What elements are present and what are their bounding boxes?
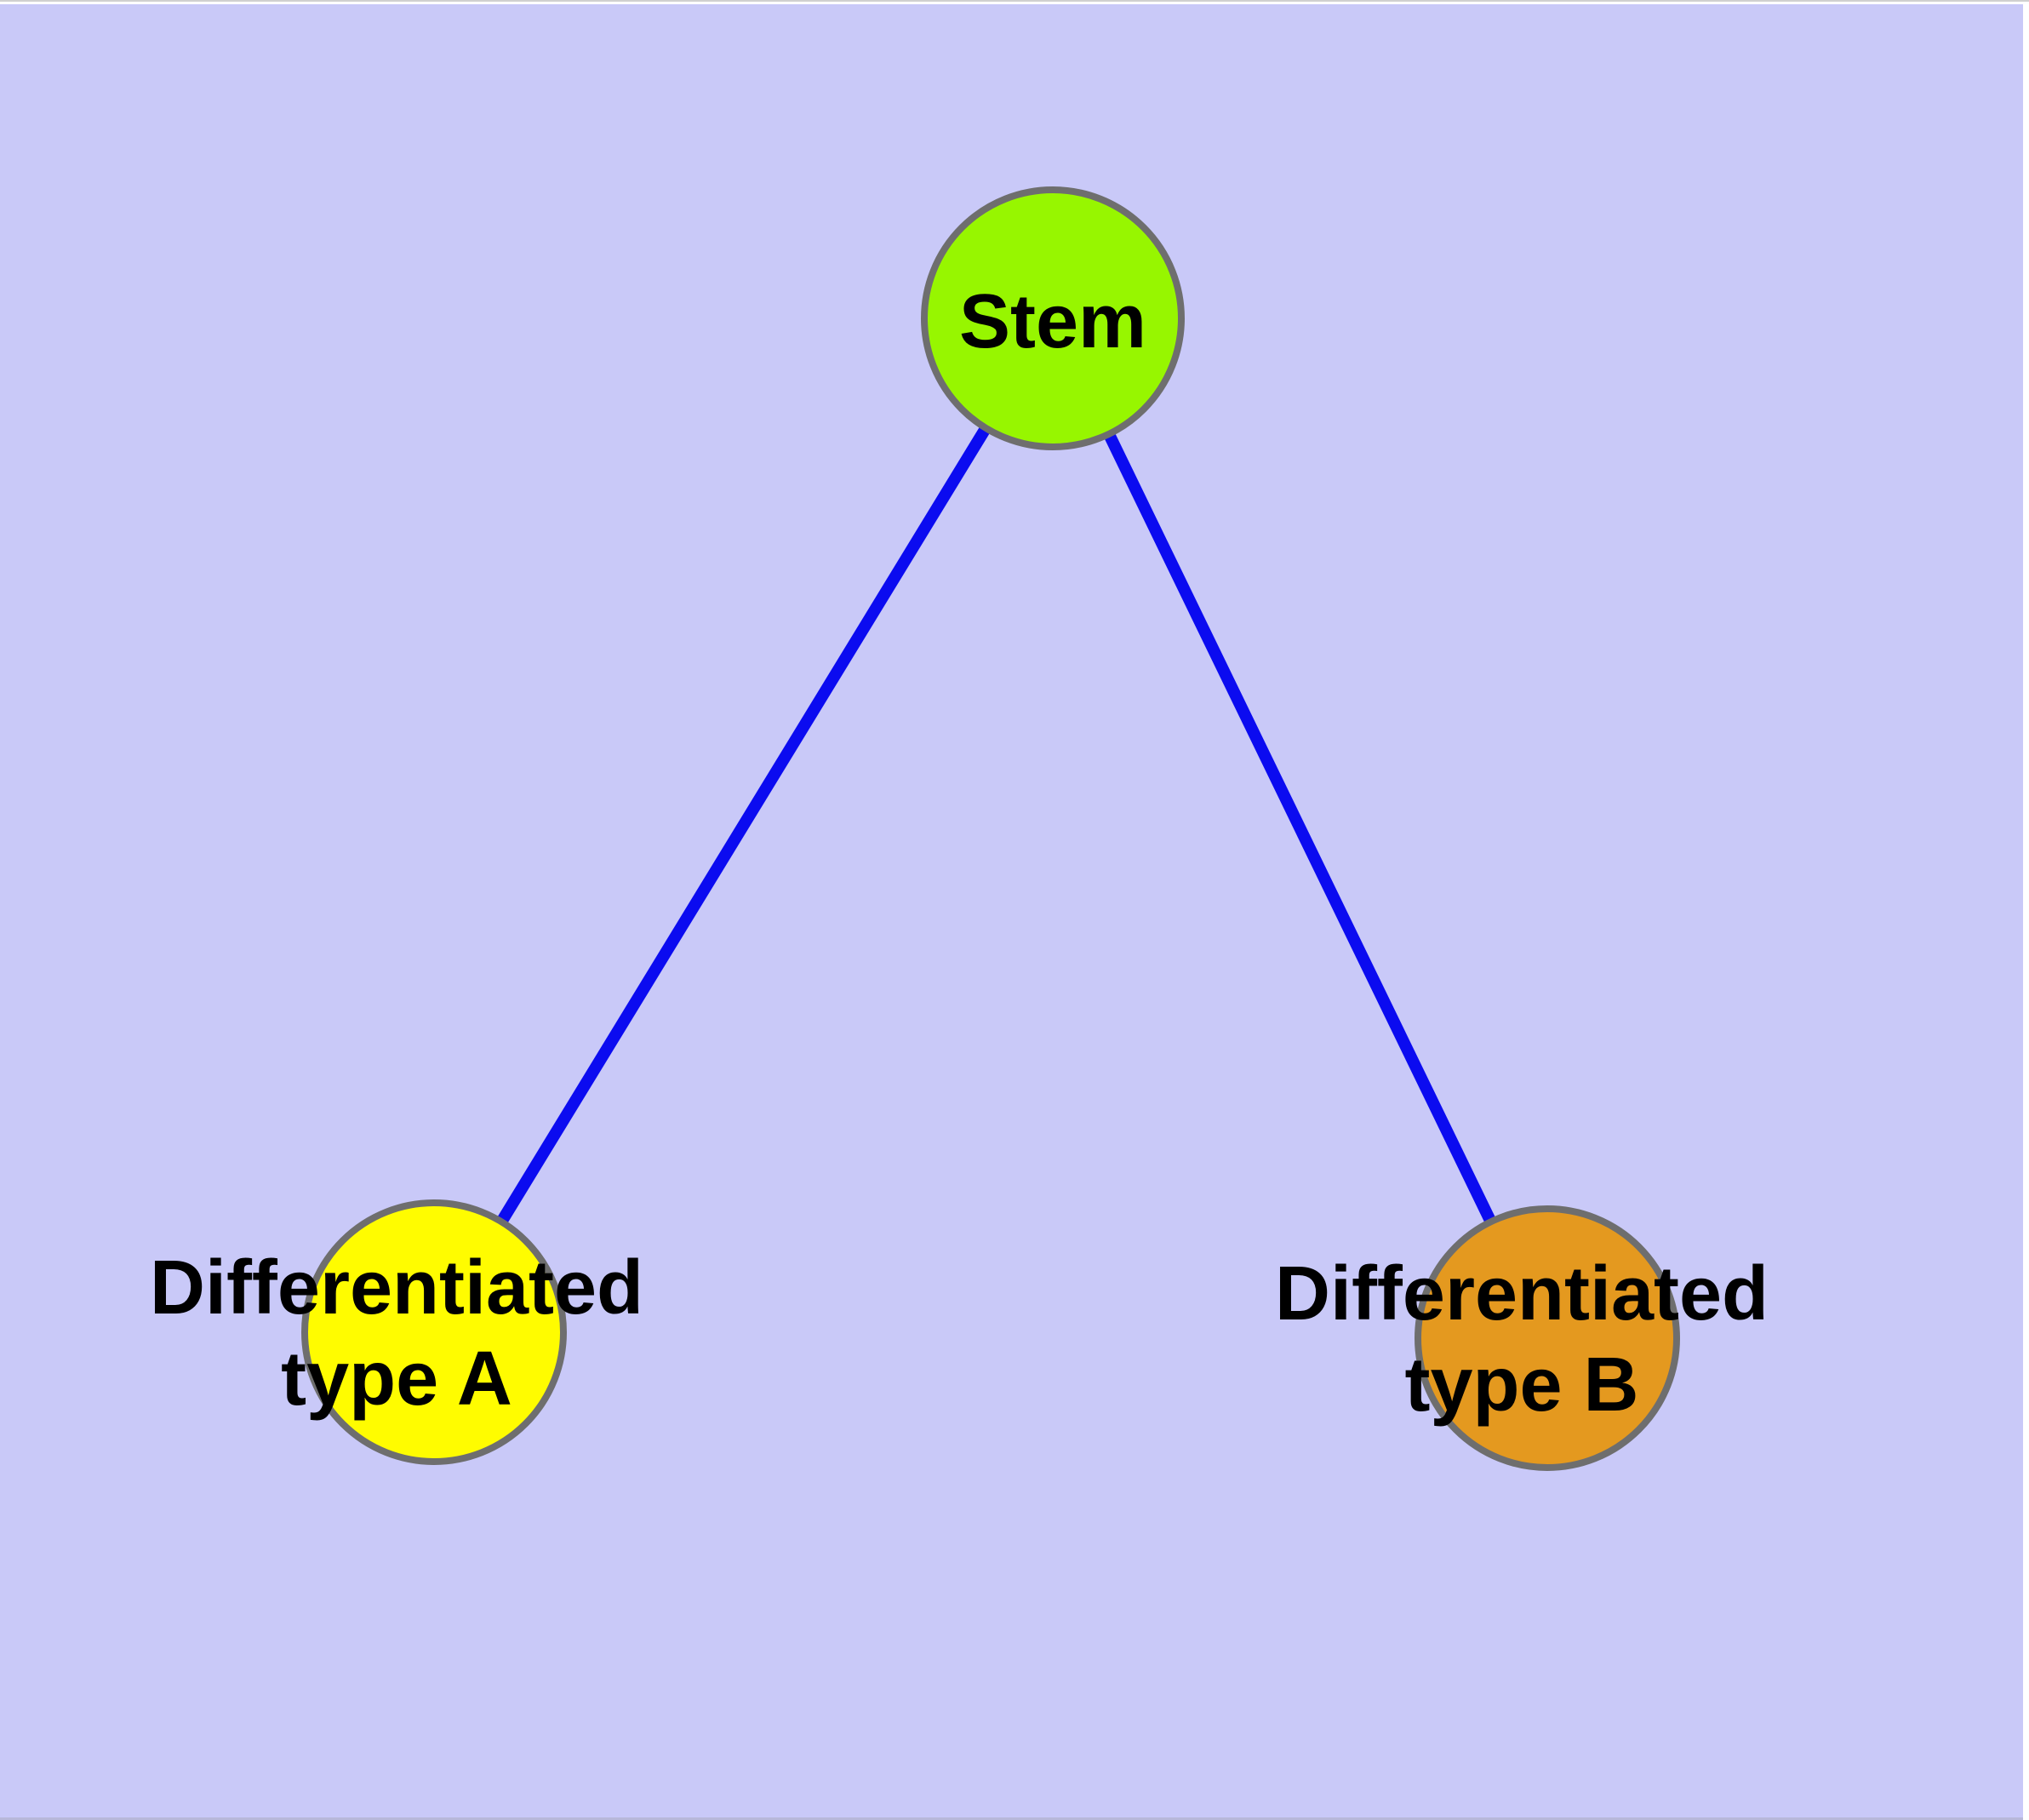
top-hairline [0, 0, 2029, 2]
node-stem [921, 186, 1185, 450]
edge-stem-to-type-b [1047, 315, 1553, 1342]
node-type-b-label-line1: Differentiated [1275, 1251, 1769, 1336]
node-type-a-label-line2: type A [281, 1336, 512, 1422]
node-stem-label: Stem [959, 279, 1146, 364]
bottom-edge-line [0, 1817, 2023, 1820]
node-type-a-label-line1: Differentiated [150, 1245, 643, 1331]
node-differentiated-type-b [1415, 1205, 1680, 1471]
node-differentiated-type-a [301, 1199, 567, 1465]
node-type-b-label-line2: type B [1404, 1342, 1638, 1428]
edge-stem-to-type-a [429, 315, 1058, 1336]
